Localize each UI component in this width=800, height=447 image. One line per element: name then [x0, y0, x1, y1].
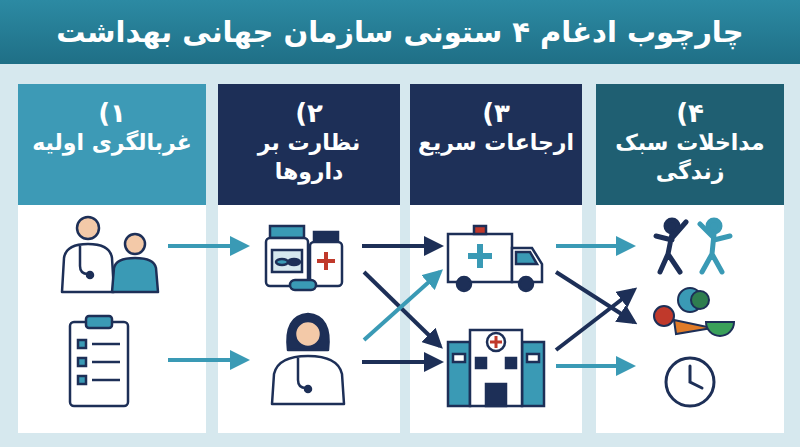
- pillar-column: ۴)مداخلات سبک زندگی: [596, 84, 784, 433]
- pillar-header: ۱)غربالگری اولیه: [18, 84, 206, 205]
- pillar-number: ۲): [295, 98, 323, 129]
- pillar-column: ۳)ارجاعات سریع: [410, 84, 582, 433]
- title-bar: چارچوب ادغام ۴ ستونی سازمان جهانی بهداشت: [0, 0, 800, 64]
- pillar-title: مداخلات سبک زندگی: [604, 129, 776, 186]
- pillar-header: ۳)ارجاعات سریع: [410, 84, 582, 205]
- pillar-title: غربالگری اولیه: [32, 129, 192, 158]
- pillar-title: ارجاعات سریع: [418, 129, 574, 158]
- pillar-number: ۳): [482, 98, 510, 129]
- pillar-header: ۴)مداخلات سبک زندگی: [596, 84, 784, 205]
- pillar-number: ۴): [676, 98, 704, 129]
- pillar-column: ۱)غربالگری اولیه: [18, 84, 206, 433]
- pillar-header: ۲)نظارت بر داروها: [218, 84, 400, 205]
- pillar-number: ۱): [98, 98, 126, 129]
- pillar-column: ۲)نظارت بر داروها: [218, 84, 400, 433]
- pillar-title: نظارت بر داروها: [226, 129, 392, 186]
- title: چارچوب ادغام ۴ ستونی سازمان جهانی بهداشت: [56, 15, 743, 49]
